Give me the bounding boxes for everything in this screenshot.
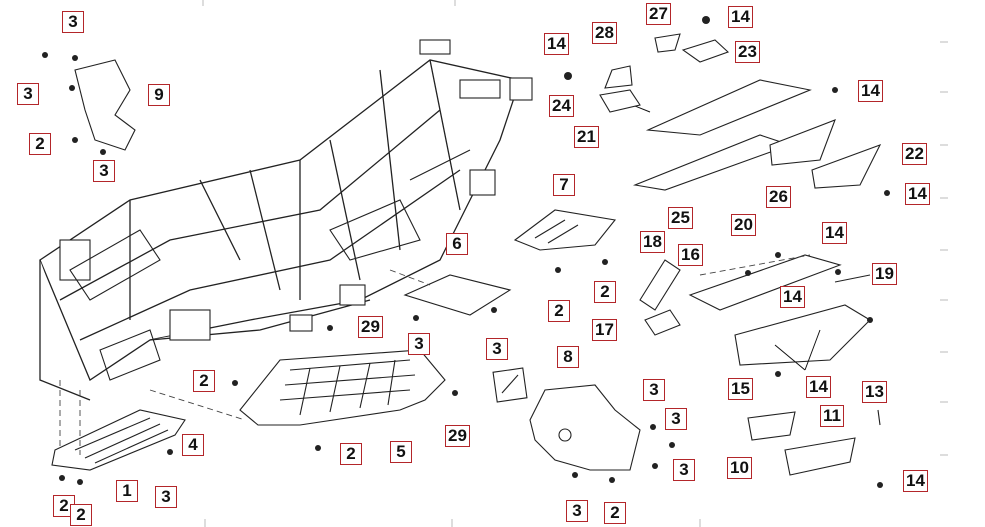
bracket-part-8 bbox=[492, 367, 675, 483]
side-panels-10-13 bbox=[747, 409, 883, 488]
callout-17: 17 bbox=[592, 319, 617, 341]
callout-3: 3 bbox=[643, 379, 665, 401]
callout-18: 18 bbox=[640, 231, 665, 253]
callout-19: 19 bbox=[872, 263, 897, 285]
callout-13: 13 bbox=[862, 381, 887, 403]
callout-14: 14 bbox=[728, 6, 753, 28]
callout-14: 14 bbox=[905, 183, 930, 205]
callout-4: 4 bbox=[182, 434, 204, 456]
callout-3: 3 bbox=[665, 408, 687, 430]
callout-3: 3 bbox=[155, 486, 177, 508]
bracket-part-9 bbox=[42, 52, 136, 155]
callout-2: 2 bbox=[604, 502, 626, 524]
callout-16: 16 bbox=[678, 244, 703, 266]
callout-25: 25 bbox=[668, 207, 693, 229]
callout-14: 14 bbox=[544, 33, 569, 55]
callout-2: 2 bbox=[70, 504, 92, 526]
callout-2: 2 bbox=[594, 281, 616, 303]
callout-3: 3 bbox=[408, 333, 430, 355]
callout-3: 3 bbox=[673, 459, 695, 481]
callout-20: 20 bbox=[731, 214, 756, 236]
callout-22: 22 bbox=[902, 143, 927, 165]
callout-3: 3 bbox=[17, 83, 39, 105]
callout-14: 14 bbox=[780, 286, 805, 308]
skid-plate-part-1 bbox=[51, 380, 246, 485]
callout-8: 8 bbox=[557, 346, 579, 368]
callout-14: 14 bbox=[822, 222, 847, 244]
callout-2: 2 bbox=[29, 133, 51, 155]
callout-21: 21 bbox=[574, 126, 599, 148]
upper-right-panels bbox=[564, 16, 890, 196]
callout-27: 27 bbox=[646, 3, 671, 25]
page-edge-ticks bbox=[202, 0, 948, 527]
callout-15: 15 bbox=[728, 378, 753, 400]
plate-part-6 bbox=[389, 269, 512, 321]
skid-plate-part-5 bbox=[232, 325, 458, 451]
callout-3: 3 bbox=[486, 338, 508, 360]
callout-2: 2 bbox=[193, 370, 215, 392]
callout-7: 7 bbox=[553, 174, 575, 196]
callout-3: 3 bbox=[93, 160, 115, 182]
callout-11: 11 bbox=[820, 405, 844, 427]
callout-6: 6 bbox=[446, 233, 468, 255]
callout-29: 29 bbox=[445, 425, 470, 447]
callout-28: 28 bbox=[592, 22, 617, 44]
callout-9: 9 bbox=[148, 84, 170, 106]
callout-24: 24 bbox=[549, 95, 574, 117]
rear-guard-assembly bbox=[639, 252, 873, 377]
callout-26: 26 bbox=[766, 186, 791, 208]
callout-14: 14 bbox=[903, 470, 928, 492]
callout-2: 2 bbox=[548, 300, 570, 322]
callout-2: 2 bbox=[340, 443, 362, 465]
callout-3: 3 bbox=[566, 500, 588, 522]
guard-part-7 bbox=[513, 209, 617, 273]
callout-14: 14 bbox=[858, 80, 883, 102]
main-frame bbox=[39, 39, 533, 401]
callout-5: 5 bbox=[390, 441, 412, 463]
callout-23: 23 bbox=[735, 41, 760, 63]
callout-14: 14 bbox=[806, 376, 831, 398]
callout-29: 29 bbox=[358, 316, 383, 338]
callout-10: 10 bbox=[727, 457, 752, 479]
callout-3: 3 bbox=[62, 11, 84, 33]
callout-1: 1 bbox=[116, 480, 138, 502]
